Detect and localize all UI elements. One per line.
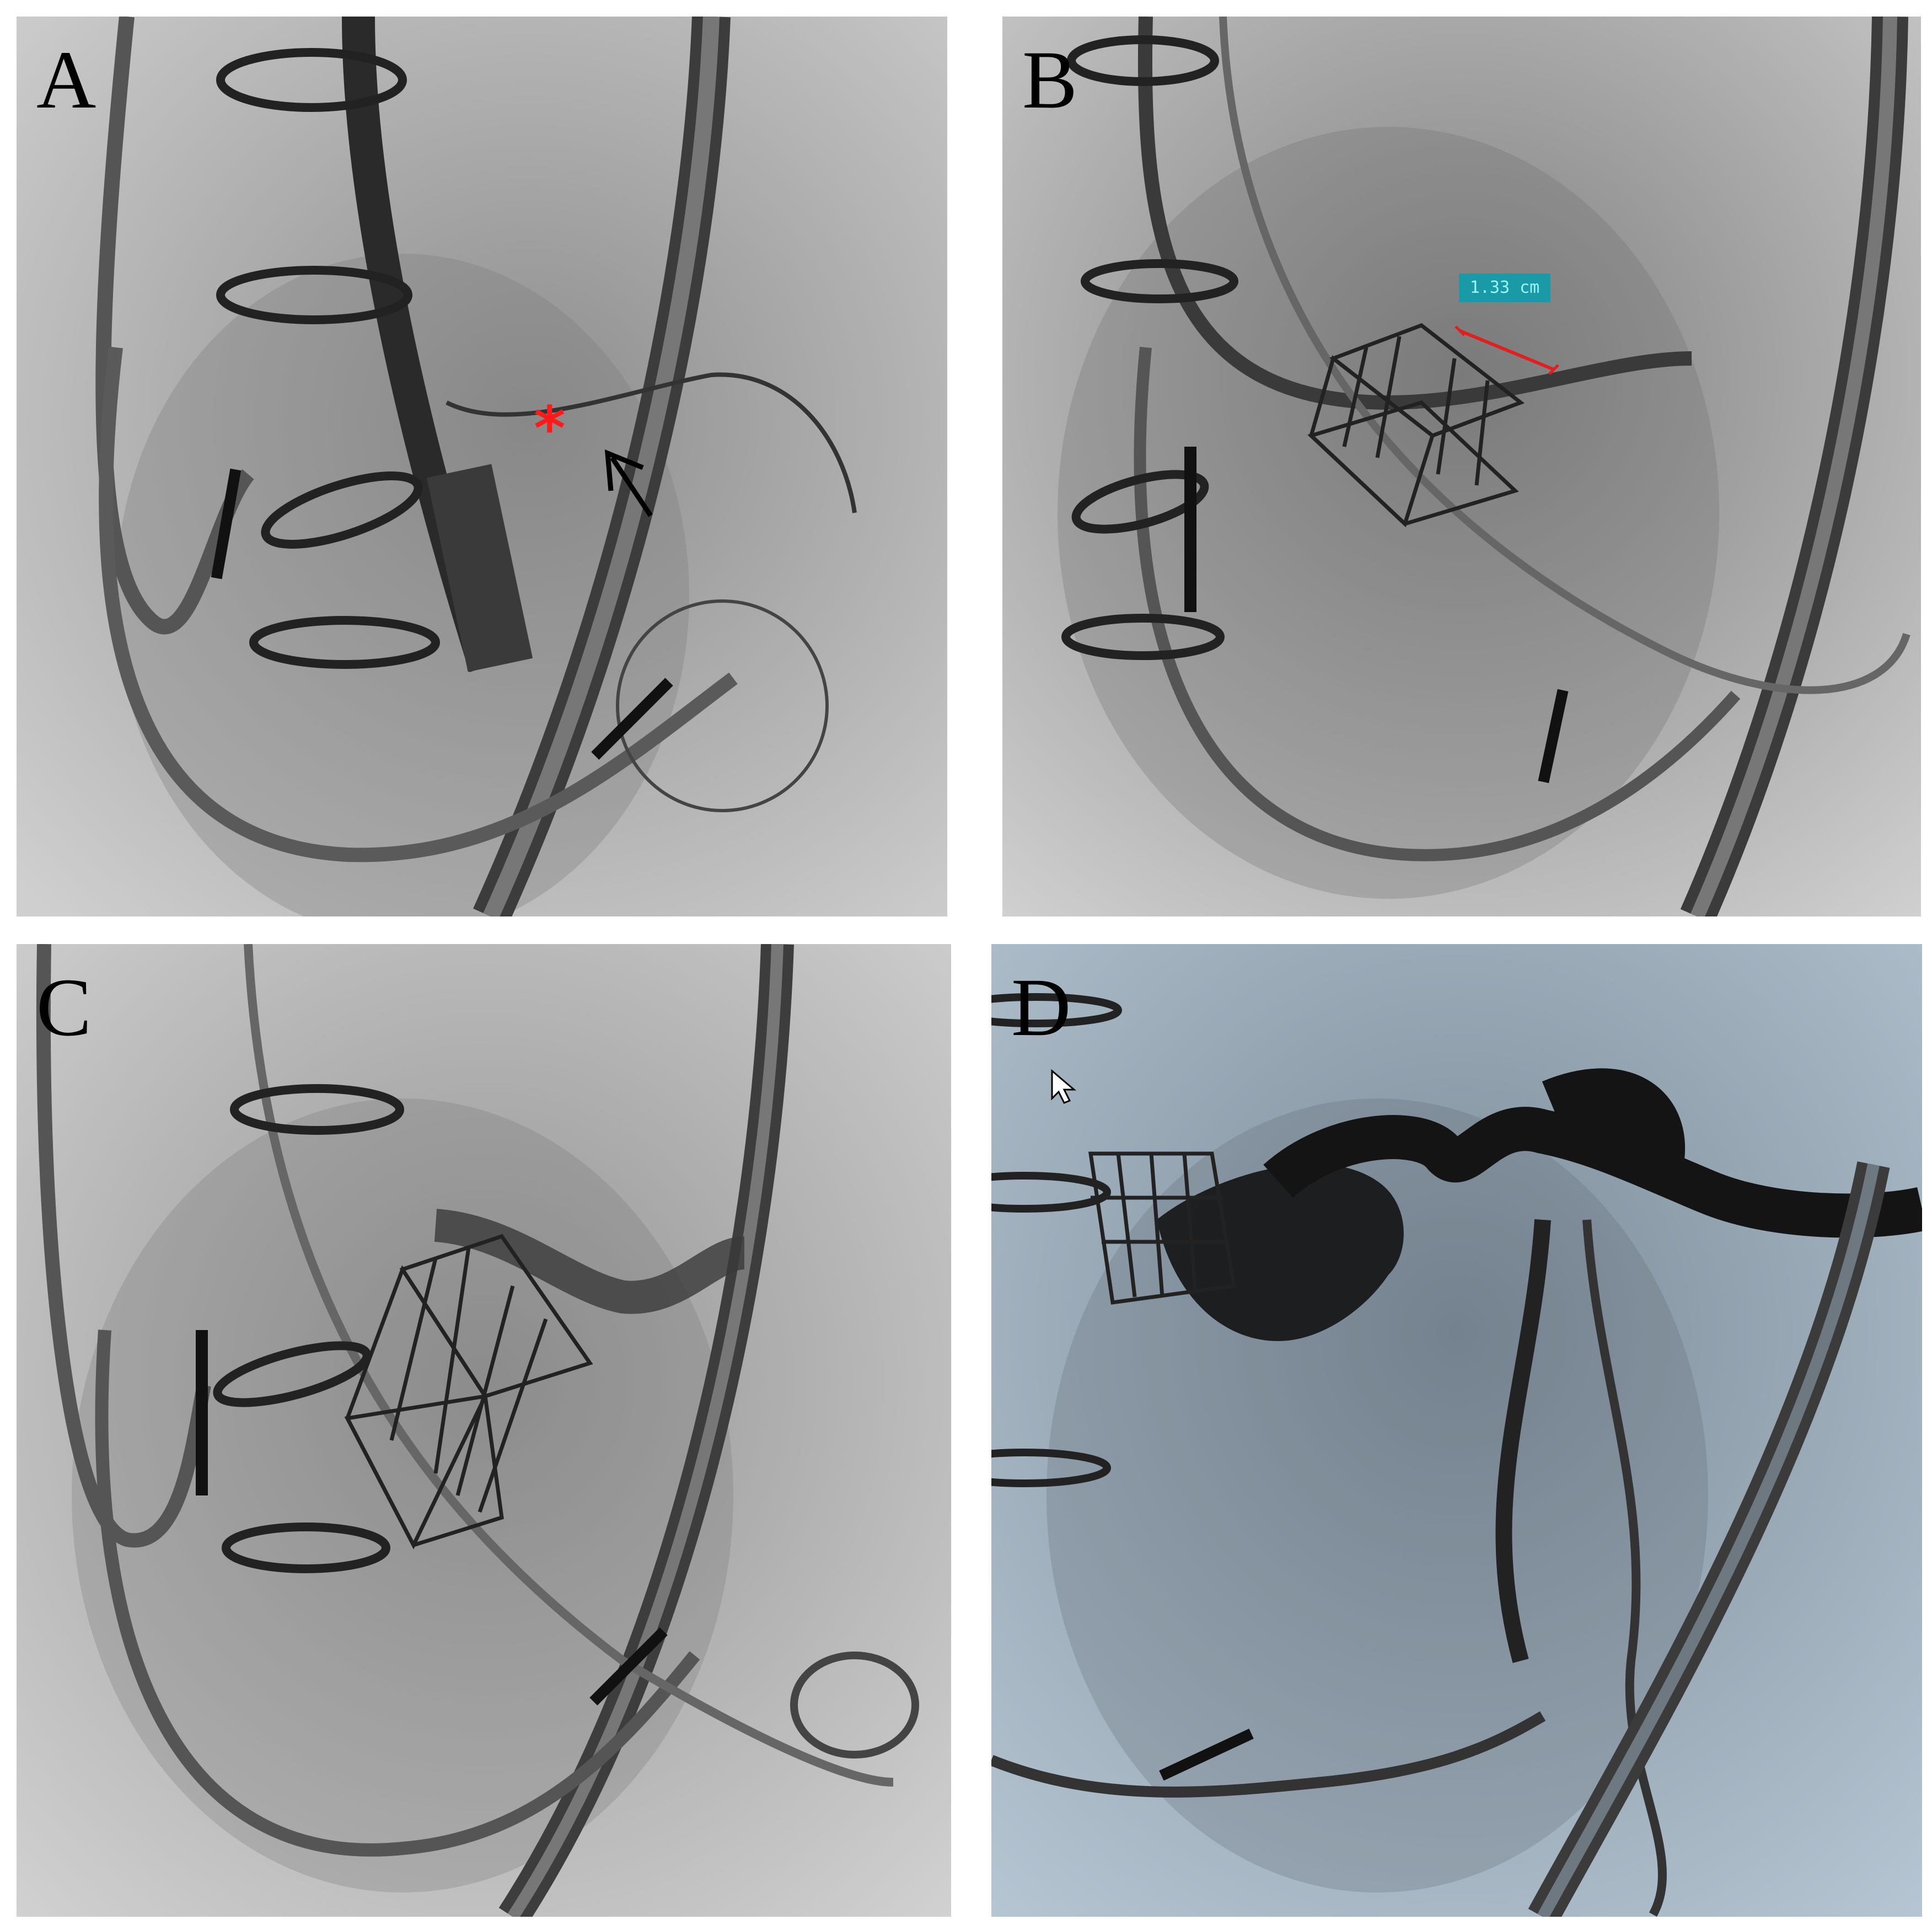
panel-d: D xyxy=(991,944,1922,1917)
measurement-label: 1.33 cm xyxy=(1459,274,1550,302)
panel-label-b: B xyxy=(1022,34,1078,126)
arrow-icon xyxy=(604,449,653,517)
fluoroscopy-image-b xyxy=(1002,17,1921,916)
asterisk-marker: * xyxy=(534,393,566,464)
fluoroscopy-image-c xyxy=(17,944,951,1917)
panel-a: * A xyxy=(17,17,947,916)
panel-label-d: D xyxy=(1011,962,1071,1053)
measurement-line xyxy=(1459,329,1555,371)
panel-label-c: C xyxy=(36,962,92,1053)
panel-label-a: A xyxy=(36,34,96,126)
valve-stent xyxy=(344,1234,593,1550)
valve-stent xyxy=(1307,323,1525,528)
panel-b: 1.33 cm B xyxy=(1002,17,1921,916)
fluoroscopy-image-a xyxy=(17,17,947,916)
valve-stent xyxy=(1088,1151,1237,1305)
angiography-image-d xyxy=(991,944,1922,1917)
panel-c: C xyxy=(17,944,951,1917)
cursor-icon xyxy=(1051,1069,1077,1104)
